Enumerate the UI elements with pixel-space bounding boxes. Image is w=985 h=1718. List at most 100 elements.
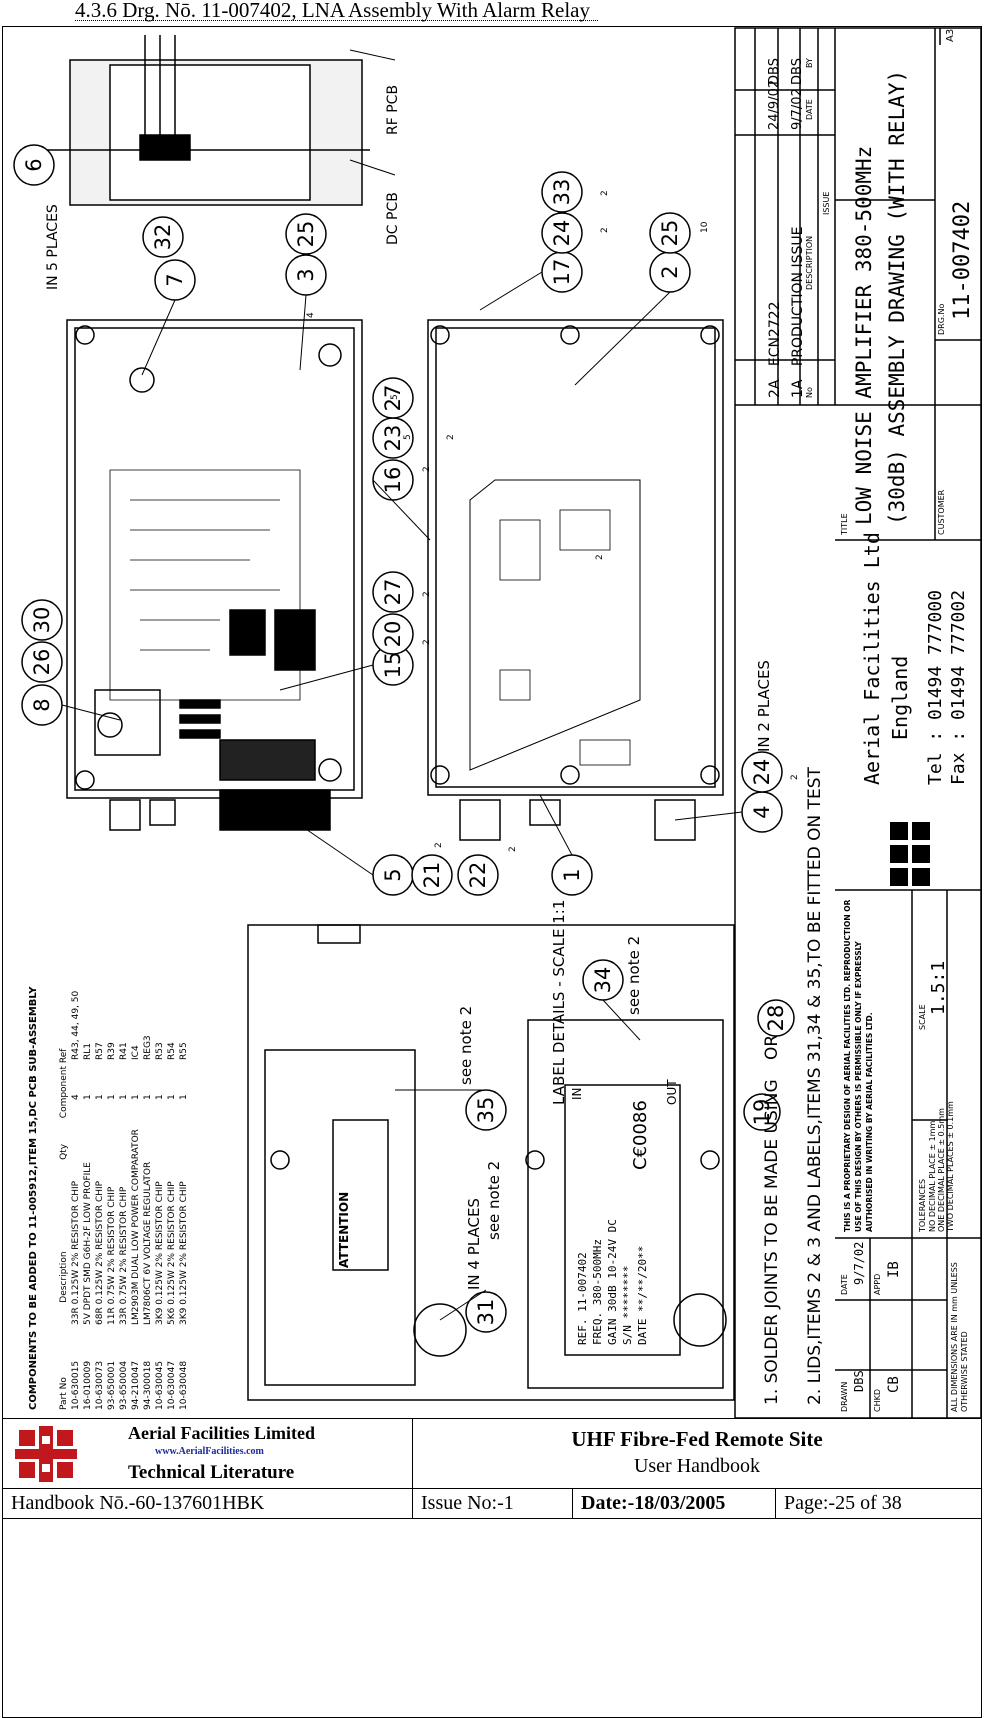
- component-cell: 1: [179, 1094, 189, 1100]
- balloon-number: 19: [750, 1098, 774, 1126]
- rev-header-desc: DESCRIPTION: [805, 235, 814, 290]
- balloon-number: 2: [658, 265, 682, 279]
- component-row: 93-65000111R 0.75W 2% RESISTOR CHIP1R39: [106, 940, 118, 1410]
- component-cell: 5V DPDT SMD G6H-2F LOW PROFILE: [83, 1162, 93, 1325]
- balloon-number: 3: [294, 268, 318, 282]
- label-details-caption: LABEL DETAILS - SCALE 1:1: [550, 899, 568, 1105]
- see-note-2-label-34: see note 2: [625, 935, 643, 1015]
- company-name: Aerial Facilities Ltd: [860, 532, 884, 785]
- component-row: 94-210047LM2903M DUAL LOW POWER COMPARAT…: [130, 940, 142, 1410]
- rev-header-date: DATE: [805, 99, 814, 120]
- balloon-number: 25: [294, 220, 318, 248]
- balloon-number: 16: [381, 466, 405, 494]
- section-heading: 4.3.6 Drg. Nō. 11-007402, LNA Assembly W…: [75, 0, 598, 22]
- component-cell: R57: [95, 1042, 105, 1060]
- quantity-note: 10: [700, 221, 710, 233]
- note-1-or: OR: [762, 1034, 782, 1060]
- balloon-number: 32: [151, 223, 175, 251]
- document-subtitle: User Handbook: [633, 1455, 761, 1477]
- component-cell: 4: [71, 1094, 81, 1100]
- footer-company-name: Aerial Facilities Limited: [128, 1423, 315, 1443]
- tolerances-list: NO DECIMAL PLACE ± 1mm ONE DECIMAL PLACE…: [928, 1101, 955, 1232]
- customer-label: CUSTOMER: [937, 489, 946, 535]
- quantity-note: 4: [306, 312, 316, 318]
- component-row: 10-6300475K6 0.125W 2% RESISTOR CHIP1R54: [166, 940, 178, 1410]
- component-cell: RL1: [83, 1043, 93, 1060]
- balloon-number: 21: [420, 861, 444, 889]
- quantity-note: 2: [508, 846, 518, 852]
- balloon-number: 27: [381, 578, 405, 606]
- tolerances-label: TOLERANCES: [918, 1178, 927, 1232]
- quantity-note: 5: [390, 394, 400, 400]
- balloon-number: 24: [550, 219, 574, 247]
- component-cell: 10-630047: [167, 1360, 177, 1410]
- drawn-date: 9/7/02: [852, 1241, 866, 1285]
- component-row: 16-0100095V DPDT SMD G6H-2F LOW PROFILE1…: [82, 940, 94, 1410]
- balloon-number: 24: [750, 758, 774, 786]
- dc-pcb-label: DC PCB: [385, 192, 401, 245]
- quantity-note: 2: [422, 639, 432, 645]
- component-cell: R41: [119, 1042, 129, 1060]
- balloon-number: 20: [381, 620, 405, 648]
- quantity-note: 2: [790, 774, 800, 780]
- component-cell: R55: [179, 1042, 189, 1060]
- issue-number: Issue No:-1: [413, 1489, 573, 1518]
- ce-mark: C€0086: [630, 1100, 651, 1170]
- components-header: Part No Description Qty Component Ref: [59, 1048, 69, 1410]
- appd-label: APPD: [873, 1273, 882, 1295]
- component-cell: 10-630015: [71, 1360, 81, 1410]
- attention-label: ATTENTION: [337, 1191, 351, 1268]
- handbook-number: Handbook Nō.-60-137601HBK: [3, 1489, 413, 1518]
- quantity-note: 5: [403, 434, 413, 440]
- balloon-number: 7: [163, 273, 187, 287]
- component-cell: 1: [119, 1094, 129, 1100]
- component-cell: 1: [155, 1094, 165, 1100]
- component-cell: 1: [107, 1094, 117, 1100]
- lower-assembly: [427, 319, 724, 841]
- component-cell: R53: [155, 1042, 165, 1060]
- rev-2a-date: 24/9/02: [767, 79, 782, 130]
- component-cell: 68R 0.125W 2% RESISTOR CHIP: [95, 1180, 105, 1325]
- component-cell: 93-650004: [119, 1360, 129, 1410]
- component-row: 93-650004 33R 0.75W 2% RESISTOR CHIP 1 R41: [118, 940, 130, 1410]
- quantity-note: 2: [600, 227, 610, 233]
- rev-2a-by: DBS: [767, 58, 782, 85]
- quantity-note: 2: [446, 434, 456, 440]
- drawn-label: DRAWN: [840, 1381, 849, 1412]
- leader-lines: [61, 49, 743, 1321]
- component-cell: LM2903M DUAL LOW POWER COMPARATOR: [131, 1129, 141, 1325]
- rev-2a: 2A ECN2722: [767, 301, 783, 398]
- component-cell: REG3: [143, 1035, 153, 1060]
- component-row: 94-300018LM7806CT 6V VOLTAGE REGULATOR1R…: [142, 940, 154, 1410]
- component-cell: 10-630045: [155, 1360, 165, 1410]
- tolerance-0: NO DECIMAL PLACE ± 1mm: [928, 1120, 937, 1232]
- balloon-number: 22: [466, 861, 490, 889]
- drawing-title-line2: (30dB) ASSEMBLY DRAWING (WITH RELAY): [885, 69, 909, 525]
- document-date: Date:-18/03/2005: [573, 1489, 776, 1518]
- component-cell: 5K6 0.125W 2% RESISTOR CHIP: [167, 1181, 177, 1325]
- product-label-ref: REF. 11-007402: [576, 1252, 589, 1345]
- company-country: England: [888, 655, 912, 740]
- component-cell: 10-630048: [179, 1360, 189, 1410]
- balloon-number: 35: [474, 1096, 498, 1124]
- tolerance-1: ONE DECIMAL PLACE ± 0.5mm: [937, 1108, 946, 1232]
- company-fax: Fax : 01494 777002: [948, 589, 969, 785]
- product-label-gain: GAIN 30dB 10-24V DC: [606, 1219, 619, 1345]
- balloon-number: 30: [30, 606, 54, 634]
- quantity-note: 2: [434, 842, 444, 848]
- assembly-drawing: [13, 27, 982, 1418]
- out-port-label: OUT: [665, 1079, 679, 1105]
- product-label-freq: FREQ. 380-500MHz: [591, 1239, 604, 1345]
- rev-1a: 1A PRODUCTION ISSUE: [790, 226, 806, 398]
- in-4-places-label: IN 4 PLACES: [465, 1198, 483, 1290]
- component-cell: 93-650001: [107, 1360, 117, 1410]
- component-cell: 33R 0.75W 2% RESISTOR CHIP: [119, 1186, 129, 1325]
- balloon-number: 4: [750, 805, 774, 819]
- component-cell: 1: [143, 1094, 153, 1100]
- drawing-title-line1: LOW NOISE AMPLIFIER 380-500MHz: [852, 145, 876, 525]
- component-cell: 11R 0.75W 2% RESISTOR CHIP: [107, 1186, 117, 1325]
- upper-assembly: [20, 35, 370, 831]
- quantity-note: 2: [422, 466, 432, 472]
- components-table: Part No Description Qty Component Ref 10…: [58, 940, 190, 1410]
- component-cell: 94-300018: [143, 1360, 153, 1410]
